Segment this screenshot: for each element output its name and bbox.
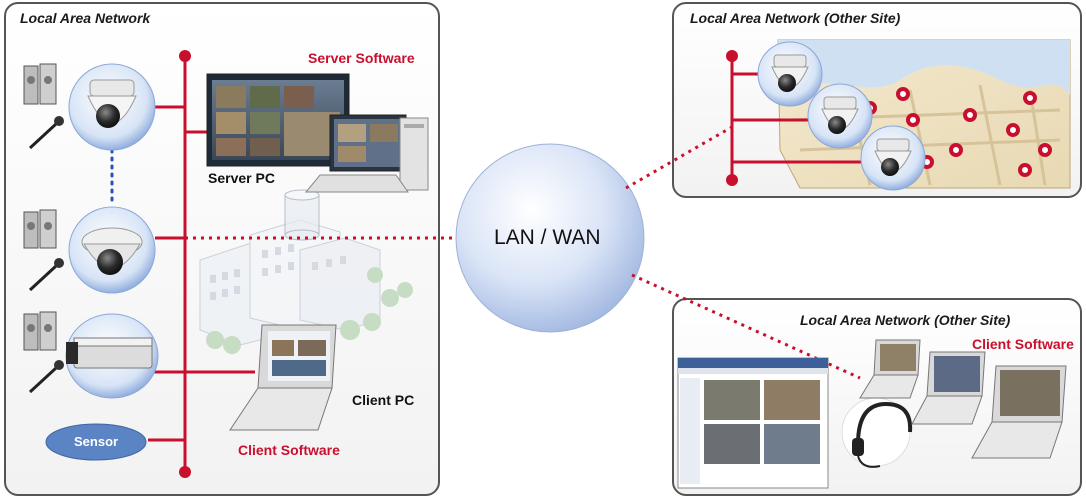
dome-camera-icon [68,63,156,151]
speaker-icon [23,63,57,105]
backbone-endpoint-top [179,50,191,62]
software-window-screenshot [677,357,829,489]
client-laptop-icon [911,351,986,425]
city-buildings-illustration [199,219,413,354]
microphone-icon [28,360,64,394]
microphone-icon [28,116,64,150]
dome-camera-icon [807,83,873,149]
sensor-shape [45,423,147,461]
client-laptop-icon [971,365,1067,459]
server-pc-label: Server PC [208,170,275,186]
server-monitor-icon [206,73,350,167]
database-icon [284,189,320,241]
client-pc-label: Client PC [352,392,415,408]
sensor-label: Sensor [74,434,119,449]
lan-wan-label: LAN / WAN [494,226,601,249]
box-camera-icon [65,313,159,399]
backbone-endpoint-bottom [179,466,191,478]
server-software-label: Server Software [308,50,415,66]
dome-camera-icon [757,41,823,107]
server-pc-icon [304,114,429,193]
remote-site-2-title: Local Area Network (Other Site) [800,312,1011,328]
lan-wan-cloud [455,143,645,333]
headset-icon [841,397,913,468]
client-laptop-icon [229,324,337,431]
client-laptop-icon [859,339,921,399]
microphone-icon [28,258,64,292]
dome-camera-icon [860,125,926,191]
speaker-icon [23,311,57,351]
dome-camera-icon [68,206,156,294]
remote-client-software-label: Client Software [972,336,1074,352]
speaker-icon [23,209,57,249]
remote-site-1-title: Local Area Network (Other Site) [690,10,901,26]
main-lan-title: Local Area Network [20,10,151,26]
client-software-label: Client Software [238,442,340,458]
